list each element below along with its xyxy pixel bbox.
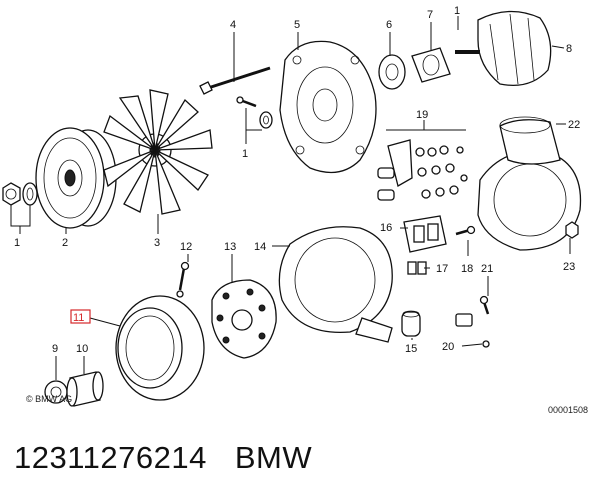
callout-2: 2 (62, 237, 68, 249)
bushing-10-part (66, 371, 104, 407)
bearing-plate-part (411, 47, 451, 83)
screw-18-part (455, 225, 476, 236)
screw-21-part (479, 295, 490, 315)
callout-10: 10 (76, 343, 88, 355)
rear-cover-part (477, 116, 582, 251)
fan-part (103, 89, 213, 215)
callout-11: 11 (73, 312, 84, 324)
exploded-parts-diagram: 1 1 1 2 3 4 5 6 7 8 9 10 11 12 13 14 15 … (2, 5, 582, 407)
callout-1: 1 (454, 5, 460, 17)
bolt-12-part (176, 261, 190, 298)
callout-14: 14 (254, 241, 266, 253)
callout-23: 23 (563, 261, 575, 273)
callout-3: 3 (154, 237, 160, 249)
long-bolt-part (199, 66, 271, 95)
nut-washer-part (2, 182, 38, 206)
callout-5: 5 (294, 19, 300, 31)
regulator-small-parts (377, 139, 468, 201)
part-caption: 12311276214 BMW (14, 440, 312, 476)
callout-1: 1 (14, 237, 20, 249)
callout-7: 7 (427, 9, 433, 21)
small-screw-part (236, 96, 273, 129)
callout-16: 16 (380, 222, 392, 234)
bracket-20-part (455, 313, 490, 348)
callout-20: 20 (442, 341, 454, 353)
rectifier-part (211, 279, 277, 359)
callout-6: 6 (386, 19, 392, 31)
callout-22: 22 (568, 119, 580, 131)
callout-21: 21 (481, 263, 493, 275)
brushes-part (407, 261, 427, 275)
part-number: 12311276214 (14, 440, 207, 475)
highlight-box (70, 309, 91, 324)
stator-part (115, 295, 205, 401)
drawing-code: 00001508 (548, 405, 589, 415)
bearing-part (378, 54, 406, 90)
brush-holder-part (403, 215, 447, 253)
drive-end-housing-part (279, 40, 377, 174)
callout-4: 4 (230, 19, 236, 31)
callout-18: 18 (461, 263, 473, 275)
pulley-part (35, 127, 117, 229)
callout-13: 13 (224, 241, 236, 253)
callout-17: 17 (436, 263, 448, 275)
brand-name: BMW (234, 440, 313, 475)
callout-19: 19 (416, 109, 428, 121)
callout-12: 12 (180, 241, 192, 253)
callout-labels: 1 1 1 2 3 4 5 6 7 8 9 10 11 12 13 14 15 … (14, 5, 580, 355)
stator-housing-part (278, 226, 393, 343)
small-nut-part (565, 221, 579, 239)
copyright-notice: © BMW AG (26, 394, 73, 404)
callout-9: 9 (52, 343, 58, 355)
callout-1: 1 (242, 148, 248, 160)
callout-8: 8 (566, 43, 572, 55)
callout-15: 15 (405, 343, 417, 355)
rotor-part (455, 10, 552, 87)
leader-lines (10, 16, 571, 380)
sleeve-15-part (401, 310, 421, 337)
